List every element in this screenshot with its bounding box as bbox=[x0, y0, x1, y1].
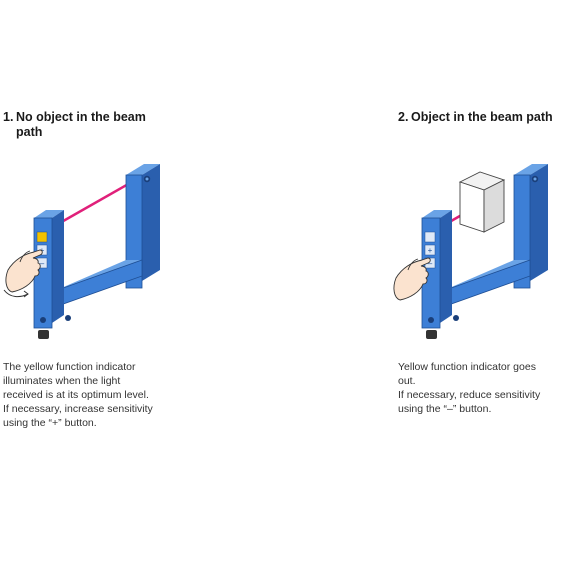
step-2-desc-line: Yellow function indicator goes bbox=[398, 361, 536, 373]
yellow-indicator-off bbox=[424, 231, 436, 243]
right-arm bbox=[513, 174, 531, 289]
step-1-title: 1.No object in the beam path bbox=[3, 110, 173, 140]
fork-sensor-with-object-illustration: + – bbox=[393, 164, 548, 339]
step-1-desc-line: The yellow function indicator bbox=[3, 361, 136, 373]
step-2-number: 2. bbox=[398, 110, 409, 124]
right-arm bbox=[125, 174, 143, 289]
step-2-title: 2.Object in the beam path bbox=[398, 110, 573, 125]
hand-icon bbox=[393, 257, 431, 301]
hand-icon bbox=[5, 249, 43, 293]
step-2-panel: 2.Object in the beam path + – bbox=[288, 0, 575, 575]
step-2-description: Yellow function indicator goes out. If n… bbox=[398, 360, 575, 416]
step-1-desc-line: illuminates when the light bbox=[3, 375, 121, 387]
light-beam bbox=[57, 181, 131, 226]
step-1-title-line2: path bbox=[16, 125, 43, 139]
step-1-desc-line: using the “+” button. bbox=[3, 417, 97, 429]
connector bbox=[38, 330, 49, 339]
fork-sensor-no-object-illustration: + – bbox=[3, 164, 160, 339]
step-1-title-line1: No object in the beam bbox=[16, 110, 146, 124]
step-2-desc-line: out. bbox=[398, 375, 416, 387]
step-1-desc-line: If necessary, increase sensitivity bbox=[3, 403, 153, 415]
svg-text:–: – bbox=[428, 259, 433, 268]
press-motion-arrows bbox=[3, 289, 29, 298]
step-2-title-line1: Object in the beam path bbox=[411, 110, 553, 124]
yellow-indicator-lit bbox=[36, 231, 48, 243]
svg-text:+: + bbox=[428, 246, 433, 255]
plus-button bbox=[36, 244, 48, 256]
step-2-desc-line: If necessary, reduce sensitivity bbox=[398, 389, 541, 401]
step-2-desc-line: using the “–” button. bbox=[398, 403, 492, 415]
connector bbox=[426, 330, 437, 339]
plus-button bbox=[424, 244, 436, 256]
svg-text:–: – bbox=[40, 259, 45, 268]
step-1-description: The yellow function indicator illuminate… bbox=[3, 360, 193, 430]
step-1-number: 1. bbox=[3, 110, 14, 124]
step-1-panel: 1.No object in the beam path + – bbox=[0, 0, 287, 575]
step-1-desc-line: received is at its optimum level. bbox=[3, 389, 149, 401]
object-box-icon bbox=[458, 171, 506, 233]
